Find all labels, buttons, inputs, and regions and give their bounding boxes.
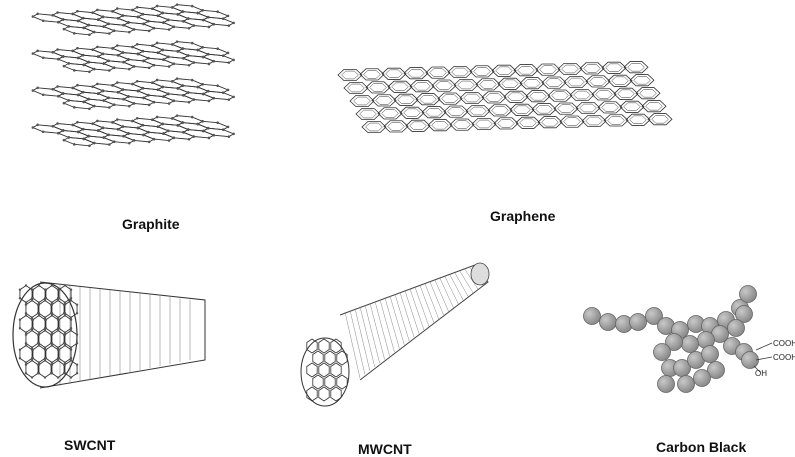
carbon-black-label: Carbon Black <box>656 439 746 455</box>
graphene-label: Graphene <box>490 208 555 224</box>
graphite-layer-1 <box>32 3 235 36</box>
mwcnt-svg <box>290 260 500 420</box>
swcnt-label: SWCNT <box>64 437 115 453</box>
graphite-layer-2 <box>32 40 235 73</box>
graphite-structure <box>0 0 300 200</box>
graphite-layer-3 <box>32 77 235 110</box>
carbon-black-aggregate <box>584 286 773 393</box>
graphene-sheet <box>338 62 672 133</box>
swcnt-structure <box>0 270 220 420</box>
cooh-group-1: COOH <box>773 339 795 348</box>
swcnt-svg <box>0 270 220 420</box>
graphite-label: Graphite <box>122 216 180 232</box>
graphene-svg <box>330 50 700 160</box>
mwcnt-structure <box>290 260 500 420</box>
swcnt-tube <box>13 282 205 388</box>
carbon-black-svg: COOH COOH OH <box>570 280 795 410</box>
graphite-svg <box>0 0 300 200</box>
cooh-group-2: COOH <box>773 353 795 362</box>
carbon-black-structure: COOH COOH OH <box>570 280 795 410</box>
mwcnt-tube <box>301 263 489 406</box>
mwcnt-label: MWCNT <box>358 441 412 457</box>
oh-group: OH <box>755 369 767 378</box>
graphite-layer-4 <box>32 114 235 147</box>
graphene-structure <box>330 50 700 160</box>
